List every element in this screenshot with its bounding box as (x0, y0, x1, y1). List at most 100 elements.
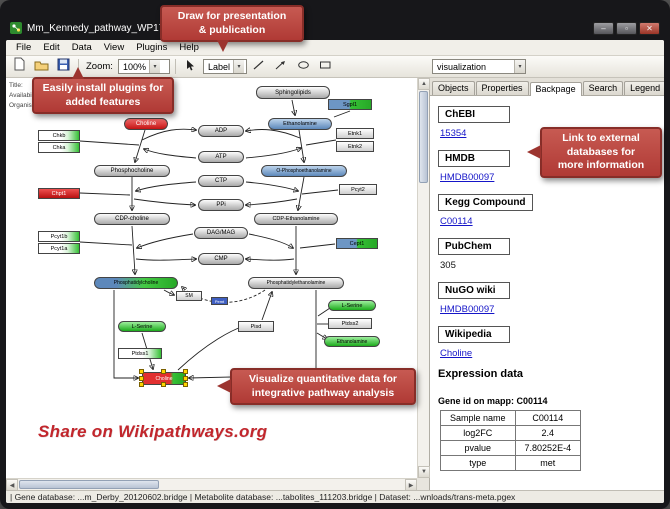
menu-item-edit[interactable]: Edit (43, 42, 60, 53)
pathway-node-ptdss2[interactable]: Ptdss2 (328, 318, 372, 329)
save-button[interactable] (54, 58, 73, 76)
pathway-node-sphingolipids[interactable]: Sphingolipids (256, 86, 330, 99)
horizontal-scrollbar[interactable]: ◀ ▶ (6, 478, 417, 491)
tab-objects[interactable]: Objects (432, 81, 475, 95)
visualization-value: visualization (437, 61, 487, 72)
menu-item-data[interactable]: Data (71, 42, 92, 53)
pathway-node-dag-mag[interactable]: DAG/MAG (194, 227, 248, 239)
minimize-button[interactable]: – (593, 21, 614, 35)
gene-id-line: Gene id on mapp: C00114 (438, 396, 548, 406)
pathway-node-etnk2[interactable]: Etnk2 (336, 141, 374, 152)
pathway-node-phosphatidylcholine[interactable]: Phosphatidylcholine (94, 277, 178, 289)
selection-tool-button[interactable] (181, 58, 200, 76)
zoom-combobox[interactable]: 100% ▾ (117, 59, 170, 74)
pathway-node-l-serine[interactable]: L-Serine (328, 300, 376, 311)
vertical-scroll-thumb[interactable] (419, 91, 428, 183)
pathway-node-sgpl1[interactable]: Sgpl1 (328, 99, 372, 110)
share-wikipathways-text: Share on Wikipathways.org (38, 422, 268, 441)
pathway-node-ptdss1[interactable]: Ptdss1 (118, 348, 162, 359)
pathway-node-pcyt1a[interactable]: Pcyt1a (38, 243, 80, 254)
chevron-down-icon[interactable]: ▾ (514, 60, 525, 73)
pathway-node-pcyt1b[interactable]: Pcyt1b (38, 231, 80, 242)
scroll-down-button[interactable]: ▼ (418, 466, 430, 478)
chebi-link[interactable]: 15354 (440, 128, 467, 139)
pathway-node-ppi[interactable]: PPi (198, 199, 244, 211)
save-icon (57, 58, 70, 76)
pathway-node-chka[interactable]: Chka (38, 142, 80, 153)
sidebar-tabs: Objects Properties Backpage Search Legen… (430, 78, 664, 96)
close-button[interactable]: ✕ (639, 21, 660, 35)
pathway-node-cdp-ethanolamine[interactable]: CDP-Ethanolamine (254, 213, 338, 225)
pathway-node-l-serine[interactable]: L-Serine (118, 321, 166, 332)
selection-handle[interactable] (139, 369, 144, 374)
pathway-node-pcyt2[interactable]: Pcyt2 (339, 184, 377, 195)
table-cell: C00114 (514, 410, 582, 426)
chevron-down-icon[interactable]: ▾ (232, 60, 244, 73)
chevron-down-icon[interactable]: ▾ (148, 60, 160, 73)
nugo-link[interactable]: HMDB00097 (440, 304, 495, 315)
visualization-combobox[interactable]: visualization ▾ (432, 59, 526, 74)
tab-properties[interactable]: Properties (475, 81, 529, 95)
status-bar: | Gene database: ...m_Derby_20120602.bri… (6, 490, 664, 503)
selection-handle[interactable] (183, 382, 188, 387)
pathway-node-o-phosphoethanolamine[interactable]: O-Phosphoethanolamine (261, 165, 347, 177)
wikipedia-link[interactable]: Choline (440, 348, 473, 359)
pathway-node-pemt[interactable]: Pemt (211, 297, 228, 305)
selection-handle[interactable] (161, 369, 166, 374)
app-icon (10, 22, 22, 34)
arrow-tool-button[interactable] (272, 58, 291, 76)
titlebar[interactable]: Mm_Kennedy_pathway_WP1771_45176.gp – ▫ ✕ (10, 18, 660, 38)
menu-item-file[interactable]: File (16, 42, 32, 53)
scroll-up-button[interactable]: ▲ (418, 78, 430, 90)
rectangle-tool-button[interactable] (316, 58, 335, 76)
tab-search[interactable]: Search (582, 81, 624, 95)
pathway-node-pisd[interactable]: Pisd (238, 321, 274, 332)
pathway-node-choline[interactable]: Choline (124, 118, 168, 130)
pathway-node-ethanolamine[interactable]: Ethanolamine (324, 336, 380, 347)
selection-handle[interactable] (139, 382, 144, 387)
selection-handle[interactable] (183, 369, 188, 374)
pathway-node-cept1[interactable]: Cept1 (336, 238, 378, 249)
pathway-node-cdp-choline[interactable]: CDP-choline (94, 213, 170, 225)
label-tool-button[interactable]: Label ▾ (202, 59, 247, 74)
hmdb-link[interactable]: HMDB00097 (440, 172, 495, 183)
kegg-link[interactable]: C00114 (440, 216, 473, 227)
pathway-node-ethanolamine[interactable]: Ethanolamine (268, 118, 332, 130)
callout-pointer (217, 40, 229, 53)
menu-item-help[interactable]: Help (179, 42, 199, 53)
selection-handle[interactable] (183, 375, 188, 381)
tab-legend[interactable]: Legend (624, 81, 664, 95)
selection-handle[interactable] (139, 375, 144, 381)
pathway-node-atp[interactable]: ATP (198, 151, 244, 163)
pathway-node-adp[interactable]: ADP (198, 125, 244, 137)
maximize-button[interactable]: ▫ (616, 21, 637, 35)
open-file-button[interactable] (32, 58, 51, 76)
table-cell: pvalue (440, 440, 516, 456)
pathway-node-ctp[interactable]: CTP (198, 175, 244, 187)
pathway-node-sm[interactable]: SM (176, 291, 202, 301)
pathway-node-cmp[interactable]: CMP (198, 253, 244, 265)
pubchem-value: 305 (440, 260, 456, 271)
line-tool-button[interactable] (250, 58, 269, 76)
pathway-node-chkb[interactable]: Chkb (38, 130, 80, 141)
table-row: Sample name C00114 (440, 410, 582, 426)
pathway-node-etnk1[interactable]: Etnk1 (336, 128, 374, 139)
tab-backpage[interactable]: Backpage (529, 82, 582, 96)
status-text: | Gene database: ...m_Derby_20120602.bri… (10, 492, 516, 502)
menu-item-plugins[interactable]: Plugins (136, 42, 168, 53)
pathway-node-phosphocholine[interactable]: Phosphocholine (94, 165, 170, 177)
pathway-node-phosphatidylethanolamine[interactable]: Phosphatidylethanolamine (248, 277, 344, 289)
pathway-node-chpt1[interactable]: Chpt1 (38, 188, 80, 199)
selection-handle[interactable] (161, 382, 166, 387)
vertical-scrollbar[interactable]: ▲ ▼ (417, 78, 430, 478)
menu-item-view[interactable]: View (103, 42, 125, 53)
window-title: Mm_Kennedy_pathway_WP1771_45176.gp (27, 22, 223, 34)
pathway-canvas[interactable]: Title: Availability: Organism: Sphingoli… (6, 78, 418, 478)
callout-text: databases for (566, 145, 636, 158)
window-controls: – ▫ ✕ (593, 21, 660, 35)
new-file-button[interactable] (10, 57, 29, 76)
horizontal-scroll-thumb[interactable] (19, 480, 159, 489)
pathway-info-title: Title: (9, 82, 23, 89)
oval-tool-button[interactable] (294, 58, 313, 76)
zoom-value: 100% (122, 61, 146, 72)
